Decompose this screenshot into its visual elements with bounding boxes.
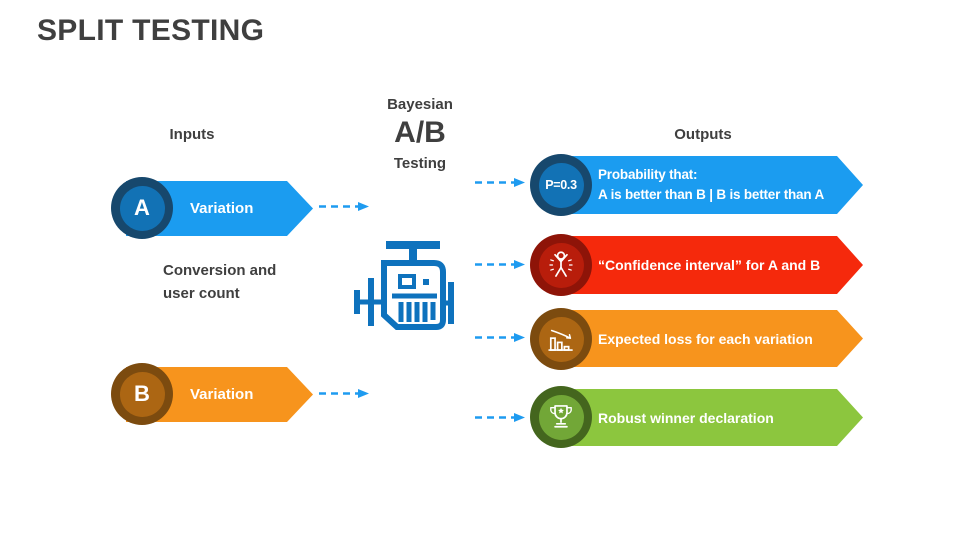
output-confidence-arrow: “Confidence interval” for A and B bbox=[556, 236, 863, 294]
probability-line2: A is better than B | B is better than A bbox=[598, 187, 825, 202]
center-label-top: Bayesian bbox=[387, 96, 453, 113]
center-label-main: A/B bbox=[394, 116, 446, 149]
variation-b-label: Variation bbox=[190, 386, 254, 403]
expected-loss-badge bbox=[530, 308, 592, 370]
confidence-badge bbox=[530, 234, 592, 296]
confidence-line: “Confidence interval” for A and B bbox=[598, 257, 821, 273]
output-expected-loss-arrow: Expected loss for each variation bbox=[556, 310, 863, 367]
dashed-arrow-input-b bbox=[319, 389, 369, 398]
bayesian-ab-testing-label: Bayesian A/B Testing bbox=[358, 96, 482, 172]
probability-line1: Probability that: bbox=[598, 167, 698, 182]
output-winner-arrow: Robust winner declaration bbox=[556, 389, 863, 446]
conversion-note: Conversion and user count bbox=[163, 259, 276, 305]
page-title: SPLIT TESTING bbox=[37, 14, 265, 47]
expected-loss-line: Expected loss for each variation bbox=[598, 330, 813, 347]
engine-icon bbox=[354, 241, 454, 330]
dashed-arrow-output-4 bbox=[475, 413, 525, 422]
dashed-arrow-output-2 bbox=[475, 260, 525, 269]
declining-chart-icon bbox=[538, 316, 584, 362]
outputs-heading: Outputs bbox=[674, 126, 732, 143]
confidence-person-icon bbox=[538, 242, 584, 288]
conversion-note-line2: user count bbox=[163, 285, 240, 302]
probability-badge: P=0.3 bbox=[530, 154, 592, 216]
dashed-arrow-output-1 bbox=[475, 178, 525, 187]
output-probability-arrow: Probability that: A is better than B | B… bbox=[556, 156, 863, 214]
inputs-heading: Inputs bbox=[169, 126, 215, 143]
dashed-arrow-input-a bbox=[319, 202, 369, 211]
variation-a-letter: A bbox=[119, 185, 165, 231]
winner-line: Robust winner declaration bbox=[598, 409, 774, 426]
dashed-arrow-output-3 bbox=[475, 333, 525, 342]
variation-a-badge: A bbox=[111, 177, 173, 239]
variation-b-letter: B bbox=[119, 371, 165, 417]
variation-a-label: Variation bbox=[190, 200, 254, 217]
conversion-note-line1: Conversion and bbox=[163, 262, 277, 279]
probability-value: P=0.3 bbox=[538, 162, 584, 208]
winner-badge bbox=[530, 386, 592, 448]
variation-b-badge: B bbox=[111, 363, 173, 425]
trophy-icon bbox=[538, 394, 584, 440]
center-label-bottom: Testing bbox=[393, 155, 447, 172]
